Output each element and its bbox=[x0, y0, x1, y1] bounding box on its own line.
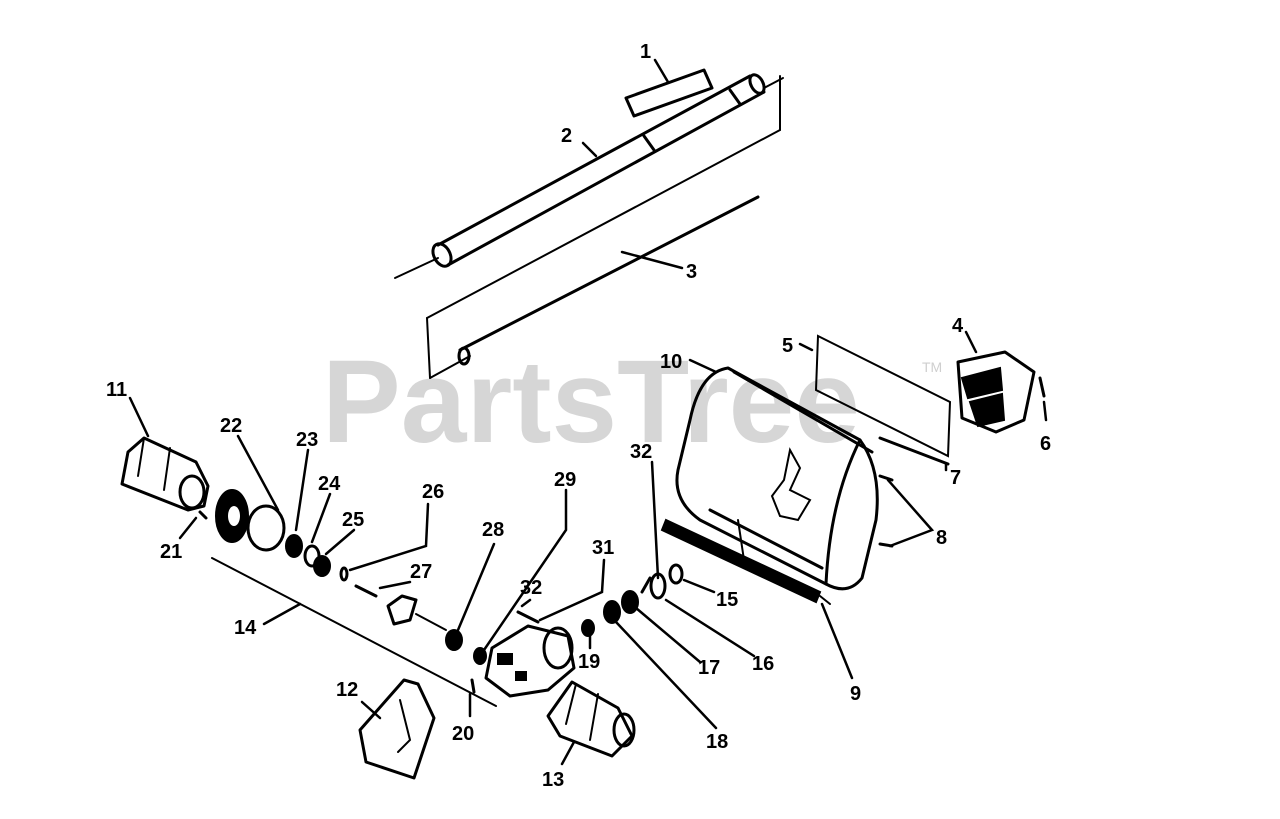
callout-9: 9 bbox=[850, 683, 861, 705]
part-19-nut[interactable] bbox=[581, 619, 595, 637]
part-25-bearing[interactable] bbox=[313, 555, 331, 577]
part-2-shaft-tube[interactable] bbox=[394, 72, 784, 279]
part-9-blade[interactable] bbox=[660, 518, 831, 605]
part-32-screw[interactable] bbox=[640, 576, 652, 594]
part-22-gear[interactable] bbox=[215, 489, 249, 543]
part-17-bearing[interactable] bbox=[621, 590, 639, 614]
callout-8: 8 bbox=[936, 527, 947, 549]
gear-housing[interactable] bbox=[484, 624, 576, 698]
callout-27: 27 bbox=[410, 561, 432, 583]
callout-17: 17 bbox=[698, 657, 720, 679]
callout-15: 15 bbox=[716, 589, 738, 611]
part-1-decal[interactable] bbox=[624, 68, 714, 118]
callout-22: 22 bbox=[220, 415, 242, 437]
callout-20: 20 bbox=[452, 723, 474, 745]
callout-24: 24 bbox=[318, 473, 341, 495]
part-3-drive-shaft[interactable] bbox=[426, 75, 781, 379]
part-28-bearing[interactable] bbox=[445, 629, 463, 651]
part-11-guard[interactable] bbox=[120, 436, 210, 512]
callout-14: 14 bbox=[234, 617, 257, 639]
callout-31: 31 bbox=[592, 537, 614, 559]
callout-3: 3 bbox=[686, 261, 697, 283]
part-31-screw[interactable] bbox=[516, 610, 540, 624]
callout-16: 16 bbox=[752, 653, 774, 675]
callout-18: 18 bbox=[706, 731, 728, 753]
callout-25: 25 bbox=[342, 509, 364, 531]
callout-6: 6 bbox=[1040, 433, 1051, 455]
callout-4: 4 bbox=[952, 315, 964, 337]
part-15-washer[interactable] bbox=[668, 563, 684, 585]
part-27-shaft[interactable] bbox=[354, 584, 447, 631]
leader-lines bbox=[128, 58, 1048, 766]
watermark-brand: PartsTree bbox=[322, 336, 860, 468]
part-21-screw[interactable] bbox=[198, 510, 208, 520]
callout-19: 19 bbox=[578, 651, 600, 673]
callout-21: 21 bbox=[160, 541, 182, 563]
callouts: 1 2 3 4 5 6 7 8 9 10 11 12 13 14 15 16 1… bbox=[106, 41, 1051, 791]
part-4-guard-bracket[interactable] bbox=[956, 350, 1036, 434]
callout-1: 1 bbox=[640, 41, 651, 63]
callout-5: 5 bbox=[782, 335, 793, 357]
callout-32-upper: 32 bbox=[630, 441, 652, 463]
callout-13: 13 bbox=[542, 769, 564, 791]
part-13-guard[interactable] bbox=[546, 680, 636, 758]
callout-11: 11 bbox=[106, 379, 127, 401]
part-12-guard-plate[interactable] bbox=[358, 678, 436, 780]
watermark-trademark: TM bbox=[922, 359, 942, 375]
callout-12: 12 bbox=[336, 679, 358, 701]
part-14-axis[interactable] bbox=[211, 557, 497, 707]
part-6-pin[interactable] bbox=[1038, 376, 1046, 398]
part-26-key[interactable] bbox=[339, 566, 349, 582]
callout-10: 10 bbox=[660, 351, 682, 373]
part-23-ring[interactable] bbox=[285, 534, 303, 558]
part-10-blade-guard[interactable] bbox=[675, 366, 879, 591]
callout-23: 23 bbox=[296, 429, 318, 451]
part-8-screws[interactable] bbox=[878, 474, 894, 548]
part-7-rod[interactable] bbox=[878, 436, 950, 466]
part-22-seal[interactable] bbox=[246, 504, 286, 552]
callout-28: 28 bbox=[482, 519, 504, 541]
part-5-shield-decal[interactable] bbox=[814, 334, 952, 458]
callout-7: 7 bbox=[950, 467, 961, 489]
part-18-bearing[interactable] bbox=[603, 600, 621, 624]
part-20-screw[interactable] bbox=[470, 678, 476, 694]
callout-32-lower: 32 bbox=[520, 577, 542, 599]
callout-2: 2 bbox=[561, 125, 572, 147]
callout-26: 26 bbox=[422, 481, 444, 503]
callout-29: 29 bbox=[554, 469, 576, 491]
part-29-ring[interactable] bbox=[473, 647, 487, 665]
